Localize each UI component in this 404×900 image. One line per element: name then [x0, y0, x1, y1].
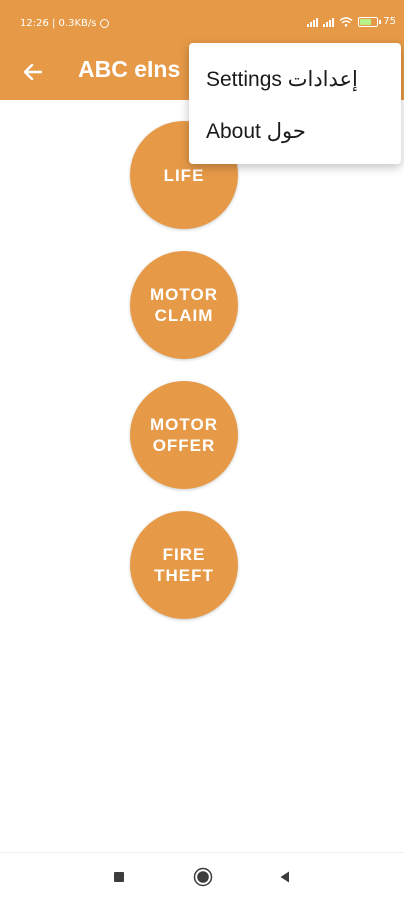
wifi-icon [339, 16, 353, 27]
battery-icon [358, 16, 382, 27]
motor-claim-button[interactable]: MOTOR CLAIM [130, 251, 238, 359]
back-button[interactable] [14, 54, 50, 90]
motor-offer-button[interactable]: MOTOR OFFER [130, 381, 238, 489]
menu-item-settings[interactable]: Settings إعدادات [206, 67, 358, 91]
fire-theft-button[interactable]: FIRE THEFT [130, 511, 238, 619]
overflow-menu: Settings إعدادات About حول [189, 43, 401, 164]
square-icon [114, 872, 124, 882]
status-right: 75 [307, 16, 396, 27]
home-button[interactable] [191, 865, 215, 889]
recent-apps-button[interactable] [107, 865, 131, 889]
app-title: ABC eIns [78, 56, 181, 82]
nav-back-button[interactable] [273, 865, 297, 889]
circle-icon [193, 867, 213, 887]
arrow-left-icon [23, 63, 42, 81]
signal-icon [323, 17, 335, 27]
status-time-speed: 12:26 | 0.3KB/s [20, 18, 97, 29]
status-bar: 12:26 | 0.3KB/s 75 [0, 0, 404, 44]
alarm-icon [100, 19, 110, 28]
status-left: 12:26 | 0.3KB/s [20, 18, 110, 29]
menu-item-about[interactable]: About حول [206, 119, 306, 143]
signal-icon [307, 17, 319, 27]
navigation-bar [0, 852, 404, 900]
triangle-left-icon [280, 871, 289, 883]
battery-percent: 75 [383, 16, 396, 27]
